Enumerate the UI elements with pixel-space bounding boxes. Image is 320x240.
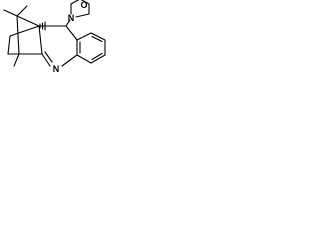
pyridine-ring <box>38 25 78 67</box>
morpholine-ring <box>65 0 90 27</box>
bond-benzo-1 <box>76 32 92 41</box>
bond-gem-methyl-left <box>3 9 18 17</box>
morpholine-oxygen-label: O <box>80 0 87 10</box>
bond-c4-c4a-ring <box>65 25 78 41</box>
bicyclic-framework <box>3 5 46 67</box>
benzo-ring <box>76 32 106 64</box>
bond-benzo-4 <box>90 54 106 64</box>
bond-ring-upper <box>9 25 40 37</box>
bond-bridge-top <box>16 15 40 27</box>
morpholine-nitrogen-label: N <box>68 13 75 23</box>
bond-benzo-4-inner <box>91 52 103 61</box>
bond-bridge-down <box>16 15 20 55</box>
chemical-structure-diagram: O N N <box>3 0 106 74</box>
bond-fused-vertical <box>38 25 43 55</box>
bond-ring-left <box>7 35 11 55</box>
bond-morph-n-upper-right <box>75 13 90 18</box>
bond-methyl-bridgehead <box>13 53 20 67</box>
bond-morph-o-left <box>80 0 90 5</box>
bond-c3-n-double <box>44 51 53 63</box>
bond-gem-methyl-right <box>16 5 28 17</box>
bond-benzo-5 <box>76 54 92 64</box>
bond-benzo-2 <box>90 32 106 41</box>
bond-n-c8a <box>61 54 78 67</box>
ring-nitrogen-label: N <box>53 64 60 74</box>
bond-c4-to-morpholine-n <box>65 19 71 27</box>
bond-c3-n <box>41 53 51 67</box>
bond-benzo-2-inner <box>91 35 103 43</box>
bond-morph-upper-left <box>70 0 80 5</box>
